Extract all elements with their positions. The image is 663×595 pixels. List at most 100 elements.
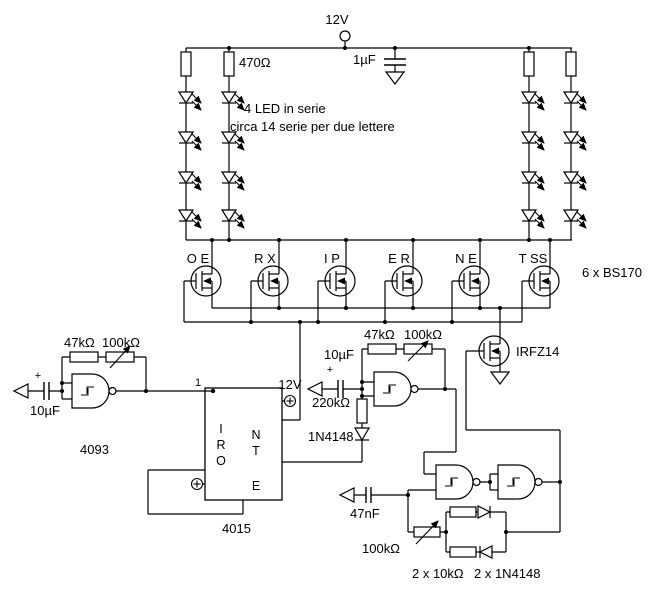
osc2-r2-label: 100kΩ bbox=[404, 327, 442, 342]
plus-terminal-icon bbox=[283, 394, 297, 408]
junction-dot bbox=[277, 238, 281, 242]
resistor-icon bbox=[180, 51, 192, 77]
resistor-icon bbox=[403, 343, 433, 355]
junction-dot bbox=[343, 46, 347, 50]
junction-dot bbox=[277, 306, 281, 310]
junction-dot bbox=[393, 46, 397, 50]
trimmer-arrow-icon bbox=[407, 340, 429, 362]
blink-diodes-label: 2 x 1N4148 bbox=[474, 566, 541, 581]
supply-terminal-icon bbox=[339, 30, 351, 42]
junction-dot bbox=[210, 238, 214, 242]
trimmer-arrow-icon bbox=[415, 520, 439, 545]
wires bbox=[28, 41, 572, 553]
supply-label: 12V bbox=[325, 12, 348, 27]
junction-dot bbox=[558, 480, 562, 484]
driver-letters-label: E R bbox=[388, 251, 410, 266]
led-icon bbox=[564, 172, 586, 190]
nand-gate-icon bbox=[435, 464, 481, 500]
led-icon bbox=[564, 132, 586, 150]
led-icon bbox=[222, 132, 244, 150]
osc1-ic-label: 4093 bbox=[80, 442, 109, 457]
led-icon bbox=[179, 172, 201, 190]
junction-dot bbox=[504, 530, 508, 534]
junction-dot bbox=[60, 389, 64, 393]
junction-dot bbox=[548, 238, 552, 242]
capacitor-icon bbox=[384, 58, 406, 66]
junction-dot bbox=[488, 480, 492, 484]
resistor-icon bbox=[565, 51, 577, 77]
junction-dot bbox=[527, 238, 531, 242]
shift-supply-label: 12V bbox=[278, 377, 301, 392]
junction-dot bbox=[360, 380, 364, 384]
blink-trimmer-label: 100kΩ bbox=[362, 541, 400, 556]
mosfet-icon bbox=[529, 266, 559, 296]
resistor-icon bbox=[223, 51, 235, 77]
osc1-r2-label: 100kΩ bbox=[102, 335, 140, 350]
note-line2: circa 14 serie per due lettere bbox=[230, 119, 395, 134]
osc1-cap-polarity: + bbox=[35, 370, 41, 382]
junction-dot bbox=[450, 320, 454, 324]
junction-dot bbox=[316, 320, 320, 324]
resistor-icon bbox=[523, 51, 535, 77]
blink-cap-label: 47nF bbox=[350, 506, 380, 521]
ground-icon bbox=[489, 371, 511, 385]
led-icon bbox=[522, 92, 544, 110]
led-icon bbox=[522, 132, 544, 150]
input-terminal-icon bbox=[306, 381, 323, 397]
led-icon bbox=[179, 210, 201, 228]
led-icon bbox=[179, 92, 201, 110]
osc2-cap-polarity: + bbox=[327, 364, 333, 376]
junction-dot bbox=[227, 238, 231, 242]
shift-cell-label: T bbox=[252, 444, 260, 458]
junction-dot bbox=[360, 394, 364, 398]
resistor-icon bbox=[449, 546, 477, 558]
osc2-r1-label: 47kΩ bbox=[364, 327, 395, 342]
wire bbox=[185, 41, 572, 241]
shift-cell-label: E bbox=[252, 479, 260, 493]
nand-gate-icon bbox=[497, 464, 543, 500]
shift-register-box bbox=[204, 387, 283, 501]
driver-letters-label: T SS bbox=[519, 251, 548, 266]
led-icon bbox=[222, 210, 244, 228]
resistor-icon bbox=[449, 506, 477, 518]
led-icon bbox=[179, 132, 201, 150]
diode-icon bbox=[478, 545, 493, 559]
junction-dot bbox=[498, 306, 502, 310]
capacitor-icon bbox=[365, 487, 372, 503]
shift-cell-label: I bbox=[219, 422, 222, 436]
trimmer-arrow-icon bbox=[109, 345, 131, 369]
driver-letters-label: O E bbox=[187, 251, 210, 266]
junction-dots bbox=[60, 46, 562, 534]
shift-cell-label: R bbox=[216, 438, 225, 452]
nand-gate-icon bbox=[373, 371, 419, 407]
ground-icon bbox=[384, 71, 406, 85]
power-fet-label: IRFZ14 bbox=[516, 344, 559, 359]
mosfet-icon bbox=[191, 266, 221, 296]
resistor-icon bbox=[367, 343, 397, 355]
led-icon bbox=[522, 210, 544, 228]
driver-letters-label: N E bbox=[455, 251, 477, 266]
osc1-r1-label: 47kΩ bbox=[64, 335, 95, 350]
resistor-icon bbox=[69, 351, 99, 363]
junction-dot bbox=[344, 306, 348, 310]
capacitor-icon bbox=[337, 380, 344, 398]
led-icon bbox=[222, 92, 244, 110]
mosfet-icon bbox=[479, 336, 509, 366]
osc1-cap-label: 10µF bbox=[30, 403, 60, 418]
led-resistor-label: 470Ω bbox=[239, 55, 271, 70]
driver-letters-label: I P bbox=[324, 251, 340, 266]
led-icon bbox=[522, 172, 544, 190]
plus-terminal-icon bbox=[190, 477, 204, 491]
filter-cap-label: 1µF bbox=[353, 52, 376, 67]
osc2-r3-label: 220kΩ bbox=[312, 395, 350, 410]
resistor-icon bbox=[356, 398, 368, 424]
junction-dot bbox=[227, 46, 231, 50]
diode-icon bbox=[477, 505, 492, 519]
junction-dot bbox=[444, 530, 448, 534]
wire bbox=[28, 356, 285, 515]
shift-ic-label: 4015 bbox=[222, 521, 251, 536]
shift-cell-label: N bbox=[251, 428, 260, 442]
led-icon bbox=[564, 92, 586, 110]
shift-pin1-label: 1 bbox=[195, 377, 201, 389]
driver-part-label: 6 x BS170 bbox=[582, 265, 642, 280]
